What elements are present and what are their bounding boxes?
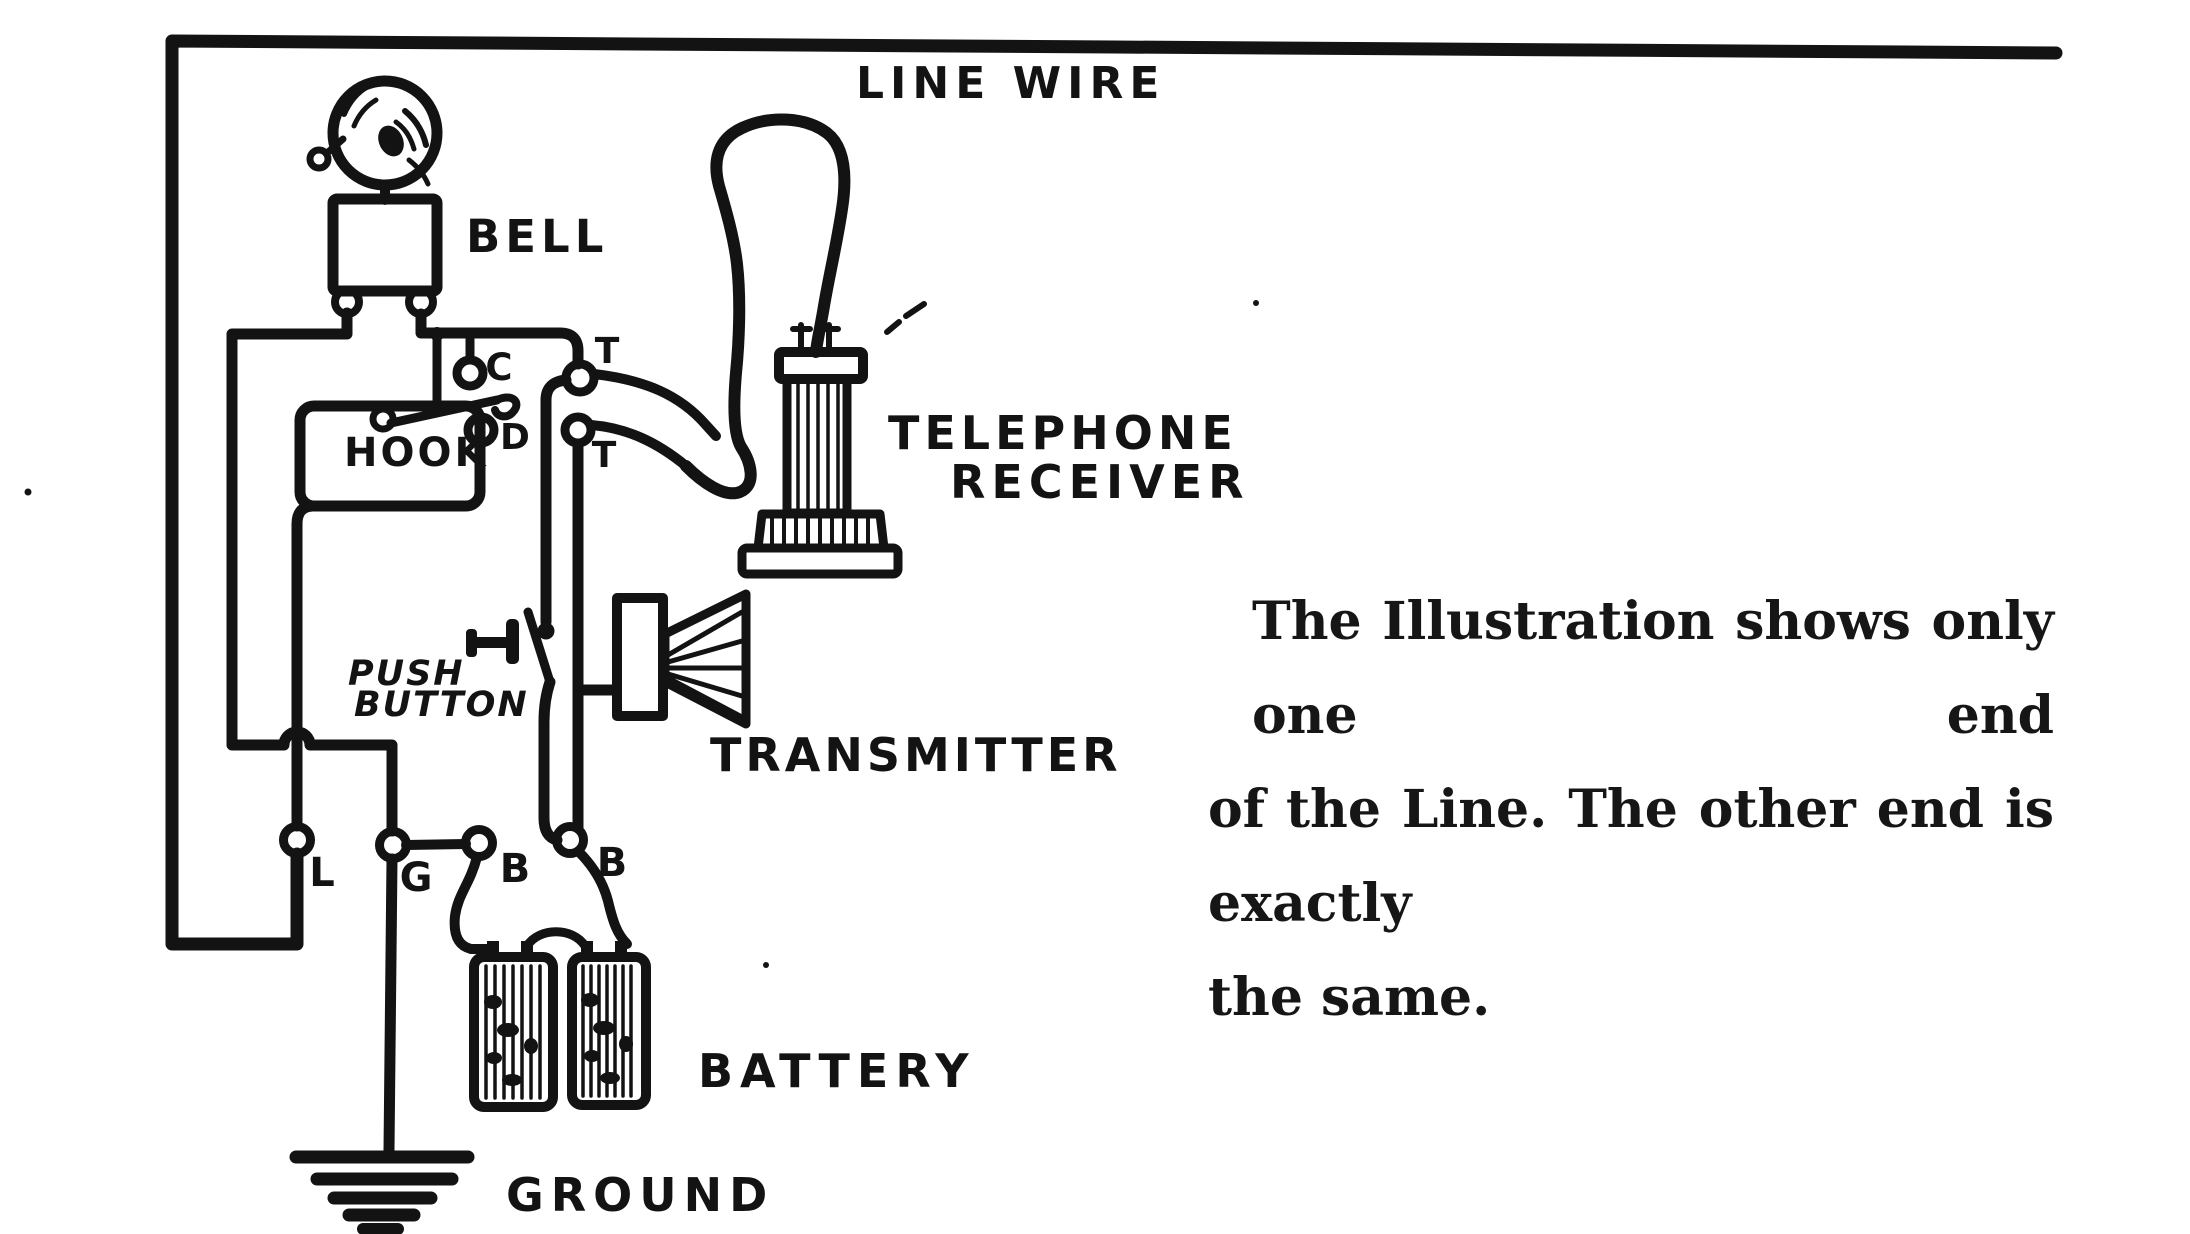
c-contact <box>452 355 488 391</box>
push-button-label-line1: PUSH <box>348 654 465 694</box>
bell-clapper <box>306 146 332 172</box>
line-wire-label: LINE WIRE <box>856 58 1165 109</box>
push-button <box>466 374 572 846</box>
transmitter-horn <box>660 589 751 729</box>
bell <box>306 75 443 318</box>
push-button-label-line2: BUTTON <box>354 685 529 725</box>
d-terminal-label: D <box>500 417 530 458</box>
line-wire <box>165 34 2063 951</box>
ground-symbol <box>289 853 475 1234</box>
hook-to-line-terminal-wire <box>291 500 318 832</box>
b2-terminal-label: B <box>597 840 628 886</box>
battery-cell-left <box>469 952 558 1112</box>
bell-to-ground-terminal-wire <box>226 307 398 837</box>
caption-line-1: The Illustration shows only one end <box>1252 591 2054 746</box>
bell-terminal-left <box>331 286 363 318</box>
b2-terminal <box>552 822 588 858</box>
push-button-blade <box>523 607 555 687</box>
d-contact <box>463 412 499 448</box>
receiver-cord <box>680 113 851 500</box>
receiver-earpiece-plate <box>737 543 903 579</box>
l-terminal-label: L <box>309 850 335 896</box>
t-lower-terminal-label: T <box>592 435 617 476</box>
push-button-contact <box>537 622 555 640</box>
bell-gong-boss <box>378 125 404 157</box>
t-terminals <box>560 359 721 471</box>
hook-lever <box>386 395 502 428</box>
bell-to-t-wire <box>415 308 584 370</box>
hook-frame <box>294 400 486 512</box>
transmitter-label: TRANSMITTER <box>710 728 1122 782</box>
telephone-receiver-label-line2: RECEIVER <box>950 455 1250 509</box>
caption-line-2: of the Line. The other end is exactly <box>1208 779 2054 934</box>
ground-label: GROUND <box>506 1168 774 1222</box>
push-button-plunger-stem <box>476 637 507 648</box>
l-terminal <box>279 822 315 858</box>
terminal-row <box>279 822 632 954</box>
caption-line-3: the same. <box>1208 967 1491 1028</box>
bell-magnet-box <box>327 193 443 297</box>
battery <box>469 927 651 1112</box>
c-terminal-label: C <box>485 346 512 389</box>
hook-switch <box>294 327 521 512</box>
hook-label: HOOK <box>344 430 488 476</box>
battery-series-jumper <box>522 927 590 951</box>
transmitter <box>572 438 751 833</box>
caption-text: The Illustration shows only one end of t… <box>1208 575 2054 1045</box>
transmitter-body <box>612 593 668 721</box>
push-button-plunger-head <box>506 619 519 664</box>
hook-lever-tip <box>491 393 521 421</box>
telephone-receiver <box>737 322 903 579</box>
b1-terminal-label: B <box>500 846 531 892</box>
bell-label: BELL <box>466 210 608 263</box>
battery-cell-right <box>567 952 651 1110</box>
telephone-receiver-label-line1: TELEPHONE <box>888 406 1238 460</box>
t-upper-terminal-label: T <box>595 331 620 372</box>
g-terminal-label: G <box>400 855 433 901</box>
scan-specks <box>24 300 1259 968</box>
battery-label: BATTERY <box>698 1044 976 1098</box>
